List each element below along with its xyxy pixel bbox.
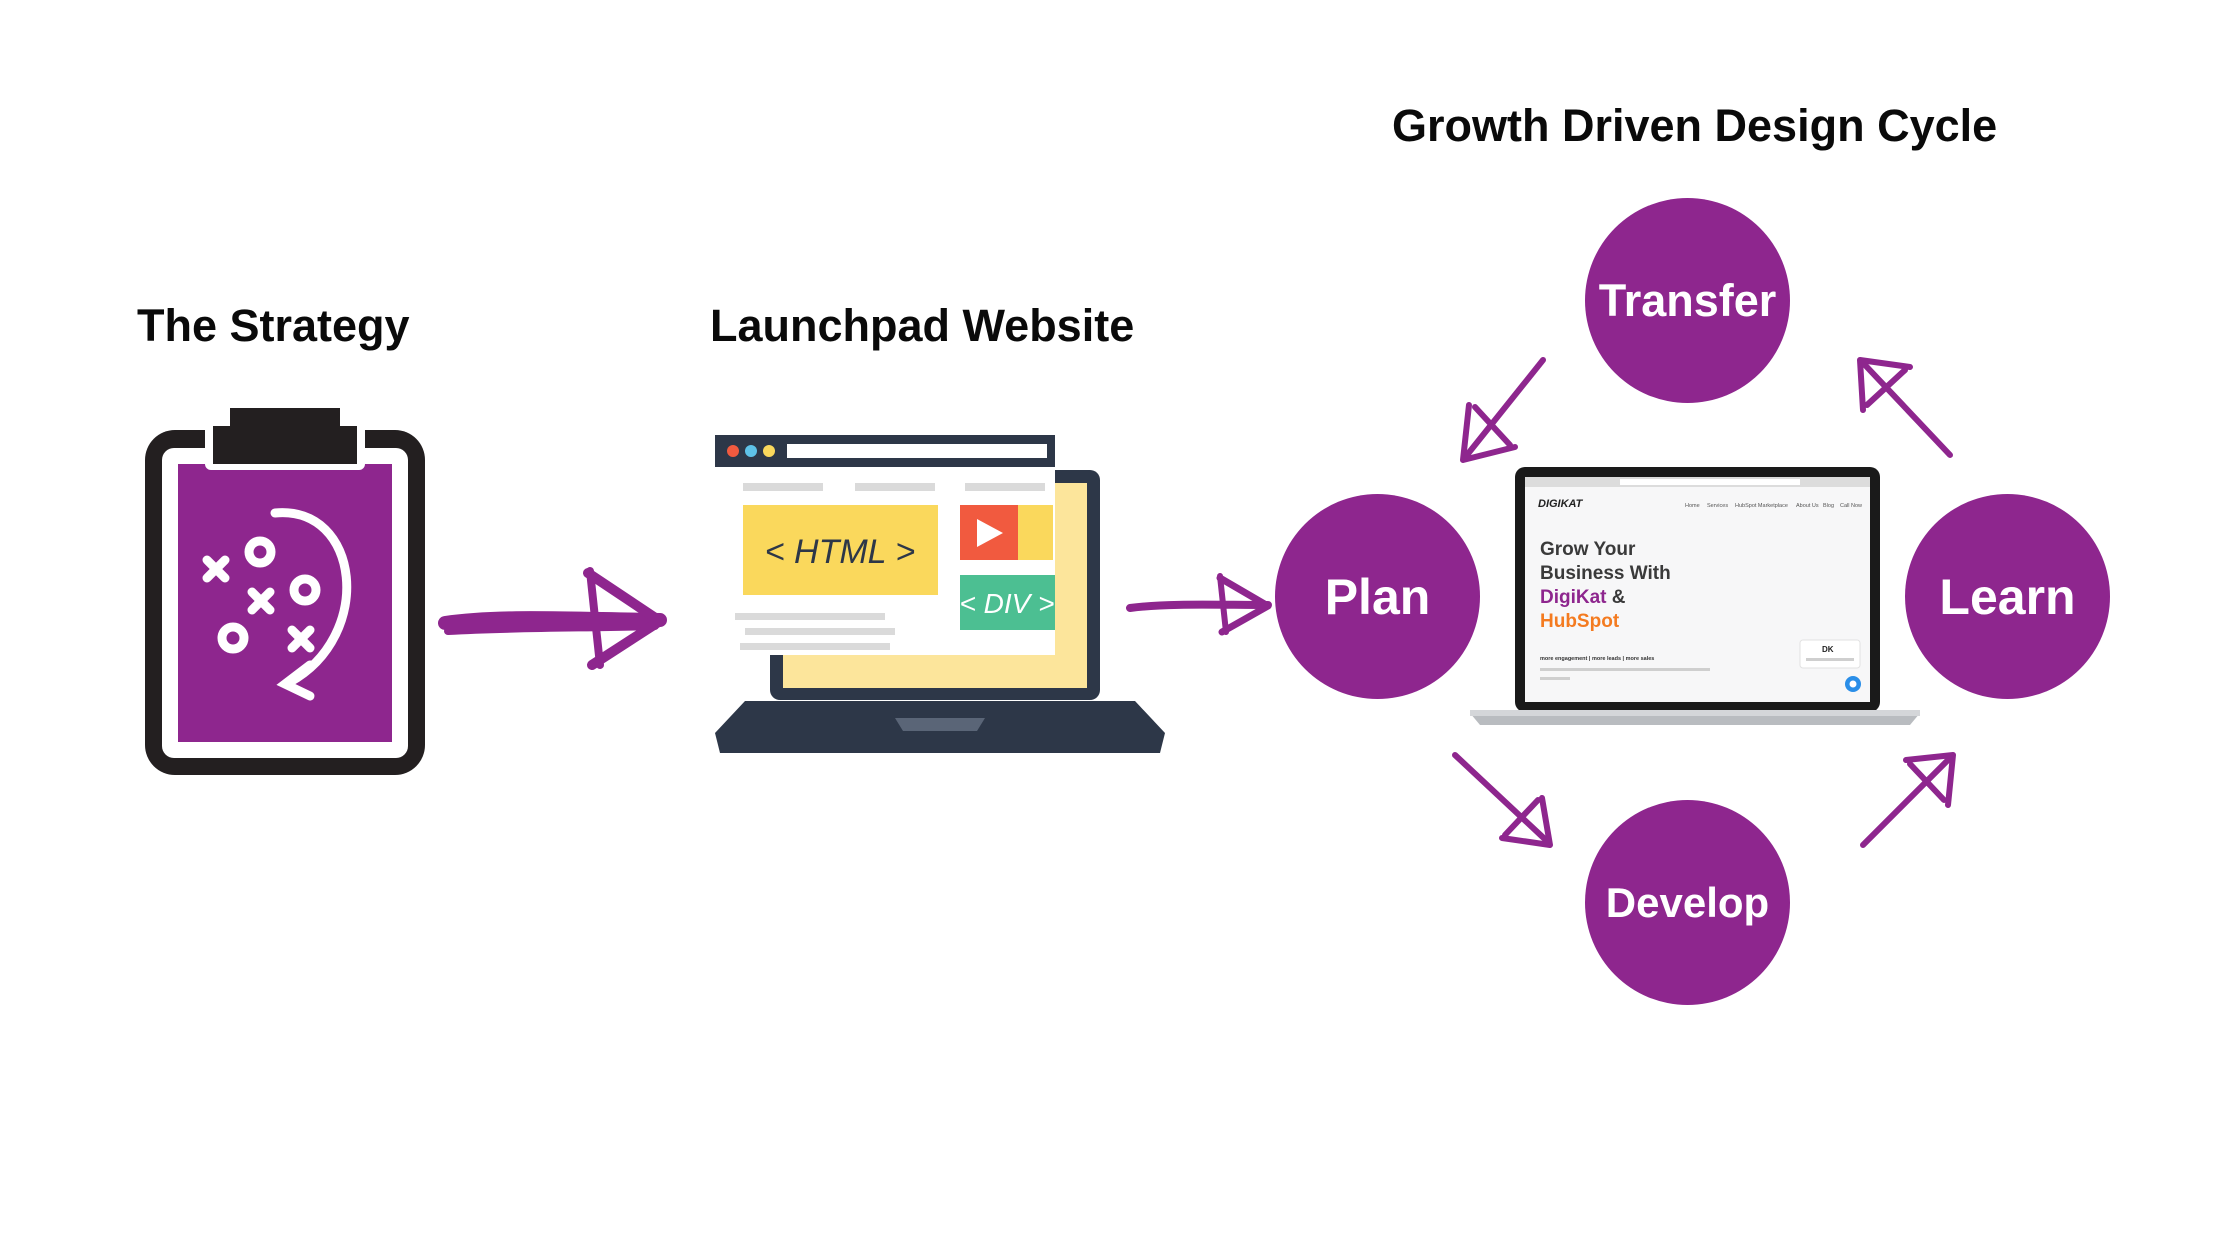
cycle-stage-develop: Develop <box>1585 800 1790 1005</box>
svg-text:DigiKat &: DigiKat & <box>1540 587 1626 608</box>
arrow-learn-to-transfer <box>1857 357 1953 458</box>
arrow-strategy-to-launchpad <box>438 567 667 670</box>
site-nav-about: About Us <box>1796 503 1819 509</box>
html-tag-label: < HTML > <box>765 533 916 571</box>
arrow-icon <box>438 567 667 670</box>
transfer-label: Transfer <box>1598 274 1777 326</box>
div-tag-label: < DIV > <box>960 588 1055 619</box>
plan-label: Plan <box>1324 568 1431 625</box>
arrow-icon <box>1126 573 1272 636</box>
site-logo: DIGIKAT <box>1538 498 1584 510</box>
site-nav-home: Home <box>1685 503 1700 509</box>
cycle-stage-plan: Plan <box>1275 494 1480 699</box>
strategy-heading: The Strategy <box>137 300 410 351</box>
arrow-icon <box>1460 357 1546 463</box>
cycle-stage-learn: Learn <box>1905 494 2110 699</box>
arrow-develop-to-learn <box>1860 752 1956 848</box>
arrow-icon <box>1857 357 1953 458</box>
arrow-launchpad-to-plan <box>1126 573 1272 636</box>
hero-line2: Business With <box>1540 563 1671 584</box>
browser-laptop-icon: < HTML > < DIV > <box>715 435 1165 753</box>
learn-label: Learn <box>1939 568 2076 625</box>
clipboard-playbook-icon <box>145 408 425 775</box>
site-nav-marketplace: HubSpot Marketplace <box>1735 503 1788 509</box>
arrow-plan-to-develop <box>1452 752 1553 848</box>
hero-brand-hubspot: HubSpot <box>1540 611 1620 632</box>
hero-ampersand: & <box>1607 587 1626 608</box>
arrow-icon <box>1452 752 1553 848</box>
hero-brand-digikat: DigiKat <box>1540 587 1607 608</box>
cycle-stage-transfer: Transfer <box>1585 198 1790 403</box>
cycle-heading: Growth Driven Design Cycle <box>1392 100 1998 151</box>
develop-label: Develop <box>1605 878 1770 926</box>
arrow-icon <box>1860 752 1956 848</box>
hero-line1: Grow Your <box>1540 539 1636 560</box>
site-nav-blog: Blog <box>1823 503 1834 509</box>
chat-badge: DK <box>1822 645 1834 654</box>
site-tagline: more engagement | more leads | more sale… <box>1540 656 1654 662</box>
site-nav-services: Services <box>1707 503 1728 509</box>
laptop-screenshot-icon: DIGIKAT Home Services HubSpot Marketplac… <box>1470 467 1920 725</box>
site-nav-call: Call Now <box>1840 503 1862 509</box>
arrow-transfer-to-plan <box>1460 357 1546 463</box>
launchpad-heading: Launchpad Website <box>710 300 1135 351</box>
